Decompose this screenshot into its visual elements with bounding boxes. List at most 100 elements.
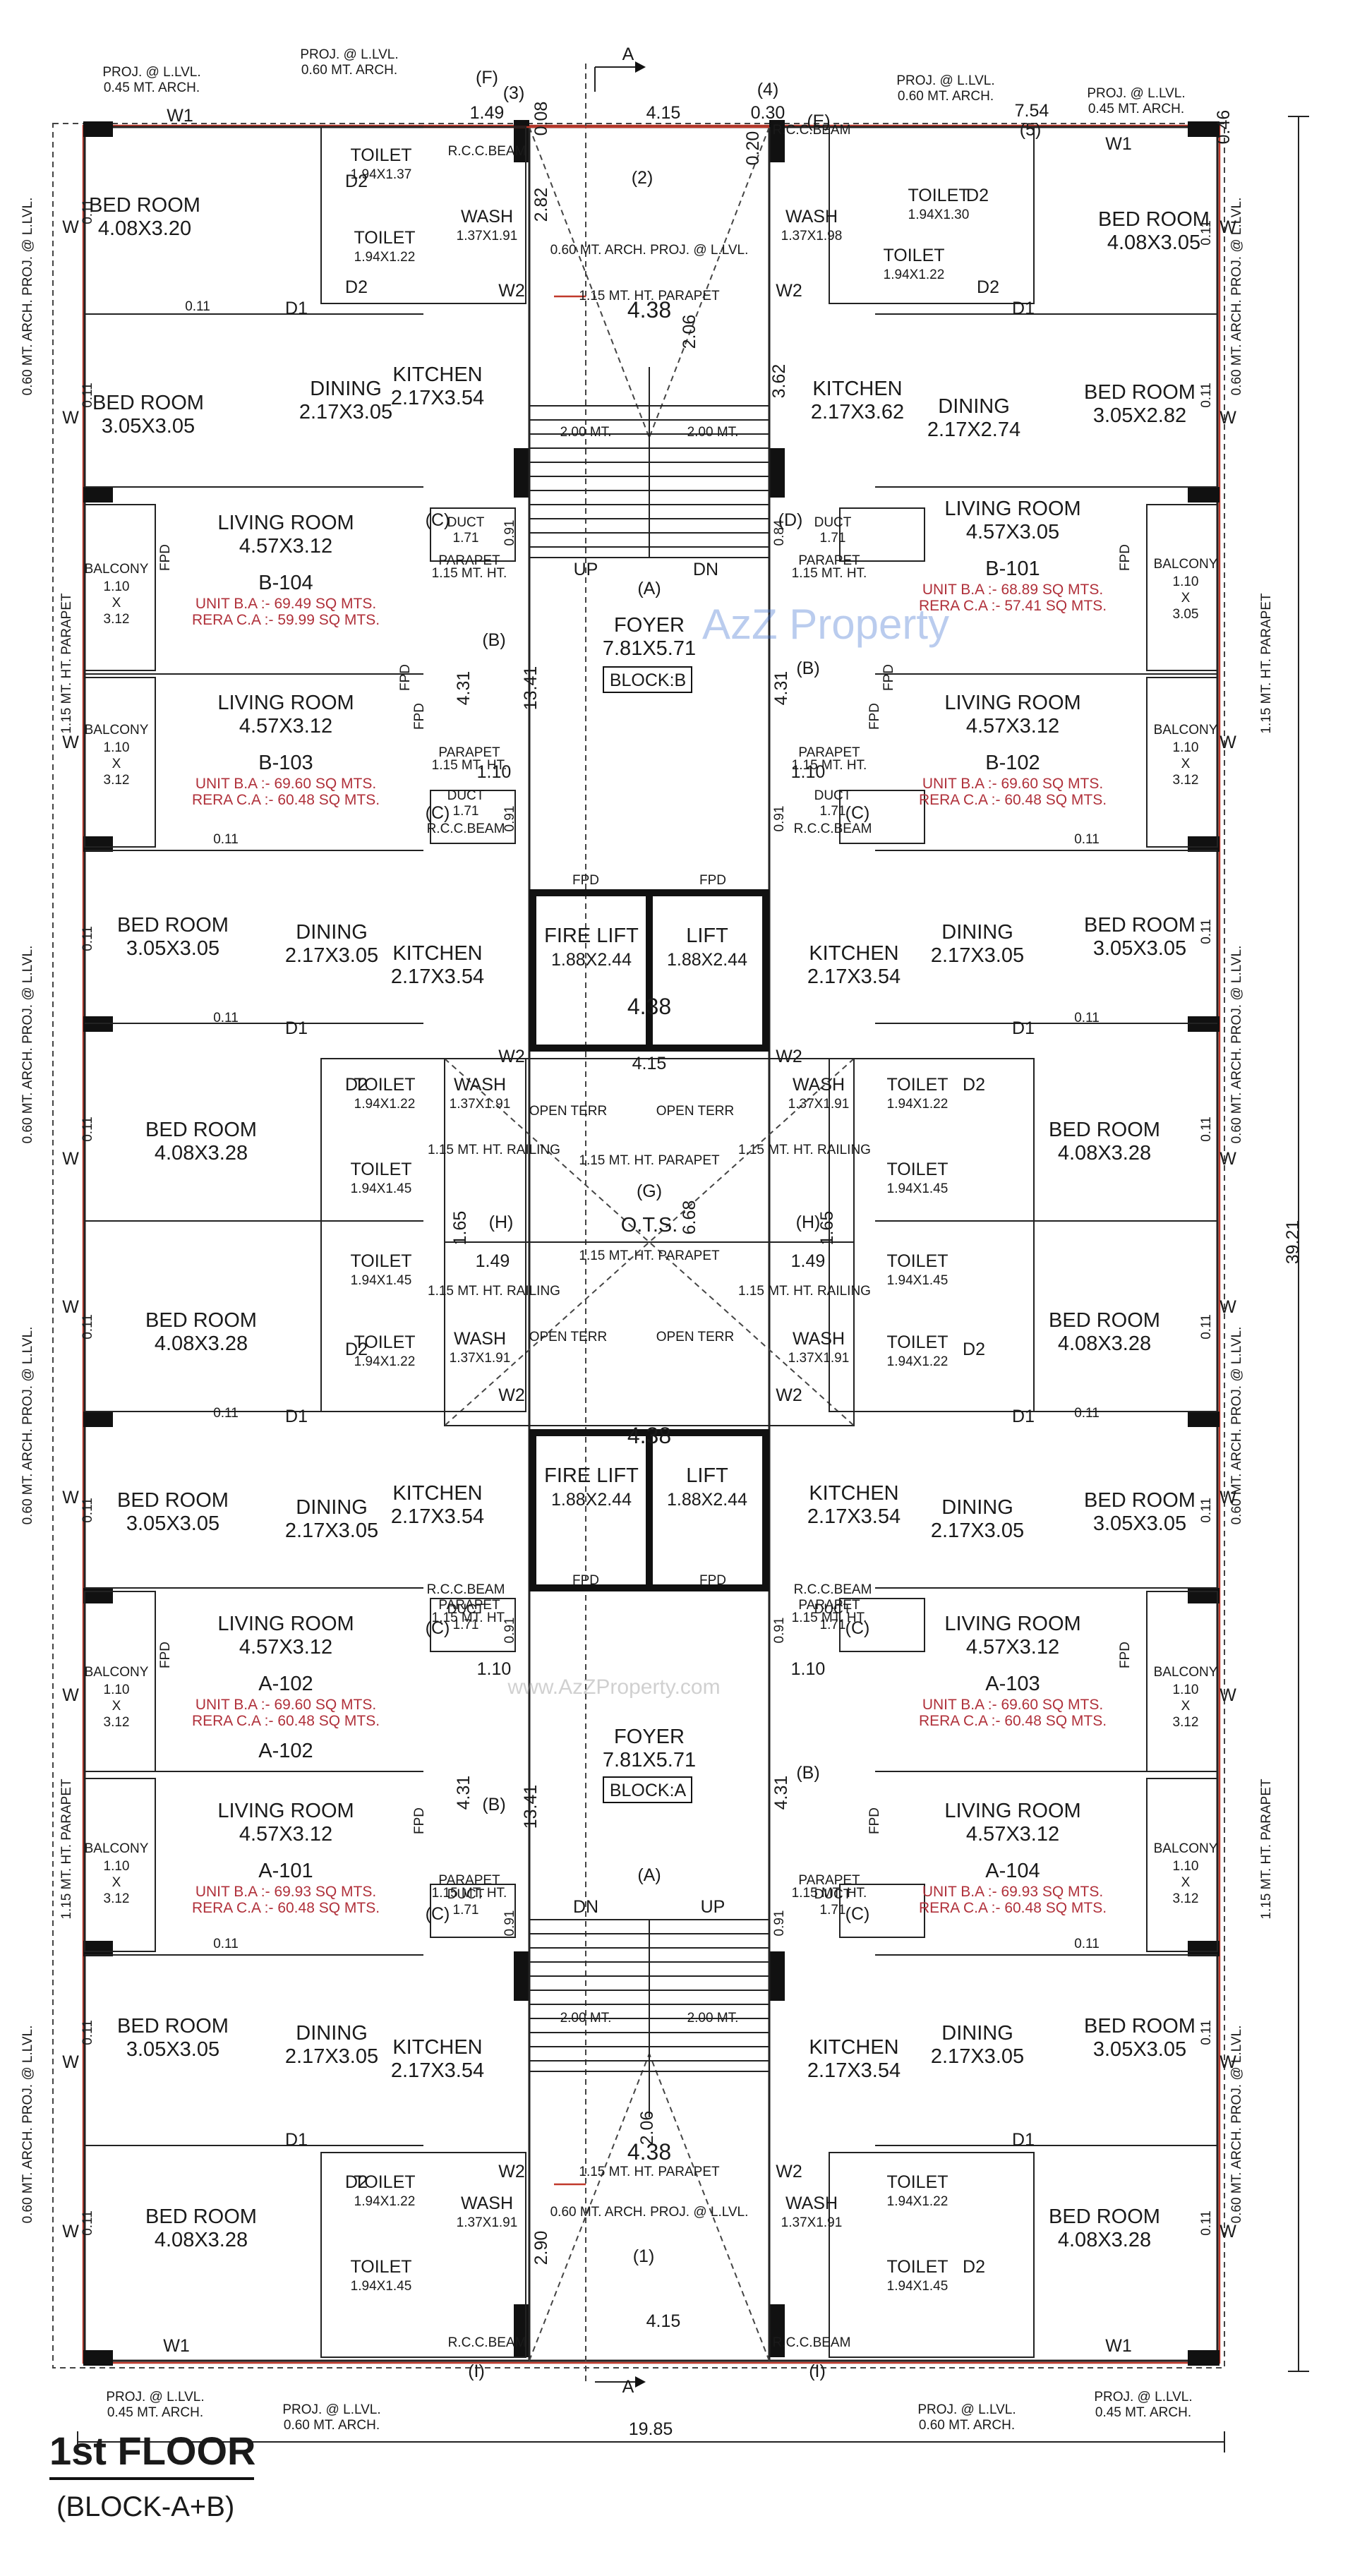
stair-b-up: UP <box>574 560 598 579</box>
fire-lift-a-dim: 1.88X2.44 <box>551 1490 632 1510</box>
duct-a103-dim-2: 1.10 <box>791 1659 826 1679</box>
thickness-tag-h-5: 0.11 <box>1074 832 1100 847</box>
toilet-a101-2-label: TOILET <box>350 2257 411 2277</box>
grid-4: (4) <box>757 80 779 100</box>
window-w2-4: W2 <box>498 1385 525 1405</box>
window-w-left-5: W <box>62 1488 79 1507</box>
balcony-a102-width: 1.10 <box>104 1683 130 1697</box>
living-b102-label: LIVING ROOM <box>944 692 1080 714</box>
bedroom-b103-dim: 4.08X3.28 <box>155 1142 248 1164</box>
living-a104-dim: 4.57X3.12 <box>966 1823 1059 1846</box>
toilet-a103-2-label: TOILET <box>886 1332 948 1352</box>
core-top-mid: 2.06 <box>680 315 699 349</box>
bedroom2-a102-dim: 3.05X3.05 <box>126 1512 219 1535</box>
fpd-lift-tag-1: FPD <box>699 873 726 888</box>
unit-b-101-code: B-101 <box>985 558 1040 580</box>
unit-a-102-carpet-area: RERA C.A :- 60.48 SQ MTS. <box>192 1713 380 1729</box>
top-right-dim-3: 7.54 <box>1015 101 1049 121</box>
kitchen-a104-label: KITCHEN <box>809 2036 898 2059</box>
window-w1-top-left: W1 <box>167 106 193 126</box>
balcony-a101-x: X <box>112 1875 121 1890</box>
unit-a-101-code: A-101 <box>258 1860 313 1882</box>
bedroom-a101-label: BED ROOM <box>145 2205 257 2228</box>
unit-b-104-built-area: UNIT B.A :- 69.49 SQ MTS. <box>195 596 376 612</box>
open-terr-1: OPEN TERR <box>529 1104 608 1119</box>
lift-a: LIFT <box>686 1464 728 1487</box>
top-arch-label-right: 0.60 MT. ARCH. <box>898 89 994 104</box>
toilet-a104-1-dim: 1.94X1.22 <box>887 2194 948 2209</box>
bath-block-right-0 <box>829 126 1035 304</box>
core-bottom-mid: 2.06 <box>637 2111 657 2145</box>
core-top-mid-2: 3.62 <box>769 364 789 399</box>
window-w2-7: W2 <box>776 2162 802 2181</box>
duct-b102-grid: (C) <box>845 803 870 823</box>
window-w-left-0: W <box>62 217 79 237</box>
kitchen-b103-dim: 2.17X3.54 <box>391 965 484 988</box>
thickness-tag-2: 0.11 <box>80 926 95 951</box>
side-parapet-label-4: 1.15 MT. HT. PARAPET <box>1259 1778 1274 1920</box>
top-arch-label-mid: 0.60 MT. ARCH. <box>301 63 397 78</box>
core-width-b: 4.38 <box>627 994 671 1019</box>
grid-e: (E) <box>807 112 830 131</box>
bedroom2-a104-dim: 3.05X3.05 <box>1093 2038 1186 2061</box>
thickness-tag-12: 0.11 <box>1199 1314 1214 1340</box>
toilet-b104-2-dim: 1.94X1.22 <box>354 250 416 265</box>
bottom-proj-label-mid: PROJ. @ L.LVL. <box>282 2402 380 2417</box>
parapet-ht-tag-5: 1.15 MT. HT. <box>792 1611 867 1625</box>
railing-3: 1.15 MT. HT. RAILING <box>428 1284 560 1299</box>
top-proj-label-right: PROJ. @ L.LVL. <box>896 73 994 88</box>
bedroom-b102-label: BED ROOM <box>1049 1119 1160 1141</box>
wash-a101-dim: 1.37X1.91 <box>457 2215 518 2230</box>
block-b-stair-height: 13.41 <box>521 666 541 711</box>
side-proj-label-6: 0.60 MT. ARCH. PROJ. @ L.LVL. <box>1229 946 1244 1144</box>
stair-a-up: UP <box>701 1897 725 1917</box>
duct-b103-label: DUCT <box>447 788 485 803</box>
lift-b: LIFT <box>686 925 728 947</box>
unit-b-104-code: B-104 <box>258 572 313 594</box>
thickness-tag-13: 0.11 <box>1199 1498 1214 1523</box>
block-a-b-dim-right: 4.31 <box>771 1776 791 1810</box>
toilet-a103-1-dim: 1.94X1.45 <box>887 1273 948 1288</box>
top-right-dim-4: 0.46 <box>1214 110 1234 145</box>
ots-parapet-top: 1.15 MT. HT. PARAPET <box>579 1153 720 1168</box>
fire-lift-b: FIRE LIFT <box>544 925 639 947</box>
window-w-right-3: W <box>1220 1149 1236 1169</box>
stair-width-b-right: 2.00 MT. <box>687 425 739 440</box>
balcony-a102-height: 3.12 <box>104 1715 130 1730</box>
top-right-dim-2: 0.20 <box>743 131 763 166</box>
duct-b103-dim-2: 1.10 <box>477 762 512 782</box>
top-arch-label-far-right: 0.45 MT. ARCH. <box>1088 102 1184 116</box>
balcony-a104-x: X <box>1181 1875 1191 1890</box>
parapet-ht-tag-0: 1.15 MT. HT. <box>432 566 507 581</box>
duct-b102-height: 0.91 <box>772 806 787 832</box>
parapet-ht-tag-7: 1.15 MT. HT. <box>792 1886 867 1901</box>
ots-label: O.T.S. <box>621 1214 678 1236</box>
rcc-beam-7: R.C.C.BEAM <box>794 821 872 836</box>
door-d1-right-1: D1 <box>1012 1018 1035 1038</box>
open-terr-3: OPEN TERR <box>529 1330 608 1344</box>
bottom-arch-label-left: 0.45 MT. ARCH. <box>107 2405 203 2420</box>
window-w-right-1: W <box>1220 408 1236 428</box>
bedroom-a102-dim: 4.08X3.28 <box>155 1332 248 1355</box>
wash-b101-label: WASH <box>785 207 838 227</box>
lift-a-dim: 1.88X2.44 <box>667 1490 747 1510</box>
dining-b103-label: DINING <box>296 921 368 944</box>
arch-proj-top: 0.60 MT. ARCH. PROJ. @ L.LVL. <box>550 243 749 258</box>
parapet-top: 1.15 MT. HT. PARAPET <box>579 289 720 303</box>
thickness-tag-10: 0.11 <box>1199 919 1214 944</box>
grid-i-right: (I) <box>809 2361 826 2381</box>
balcony-a103-x: X <box>1181 1699 1191 1714</box>
core-top-width-2: 4.38 <box>627 297 671 323</box>
thickness-tag-h-3: 0.11 <box>213 1406 239 1421</box>
unit-b-101-built-area: UNIT B.A :- 68.89 SQ MTS. <box>922 582 1103 598</box>
balcony-a103-label: BALCONY <box>1154 1665 1218 1680</box>
window-w-left-3: W <box>62 1149 79 1169</box>
title-underline <box>49 2477 254 2480</box>
duct-b103-width: 1.71 <box>453 804 479 819</box>
balcony-b102-label: BALCONY <box>1154 723 1218 738</box>
wash-a101-label: WASH <box>461 2193 513 2213</box>
parapet-tag-4: PARAPET <box>438 1598 500 1613</box>
duct-b103-grid: (C) <box>426 803 450 823</box>
bath-block-left-2 <box>320 2152 526 2358</box>
toilet-b102-2-label: TOILET <box>886 1160 948 1179</box>
